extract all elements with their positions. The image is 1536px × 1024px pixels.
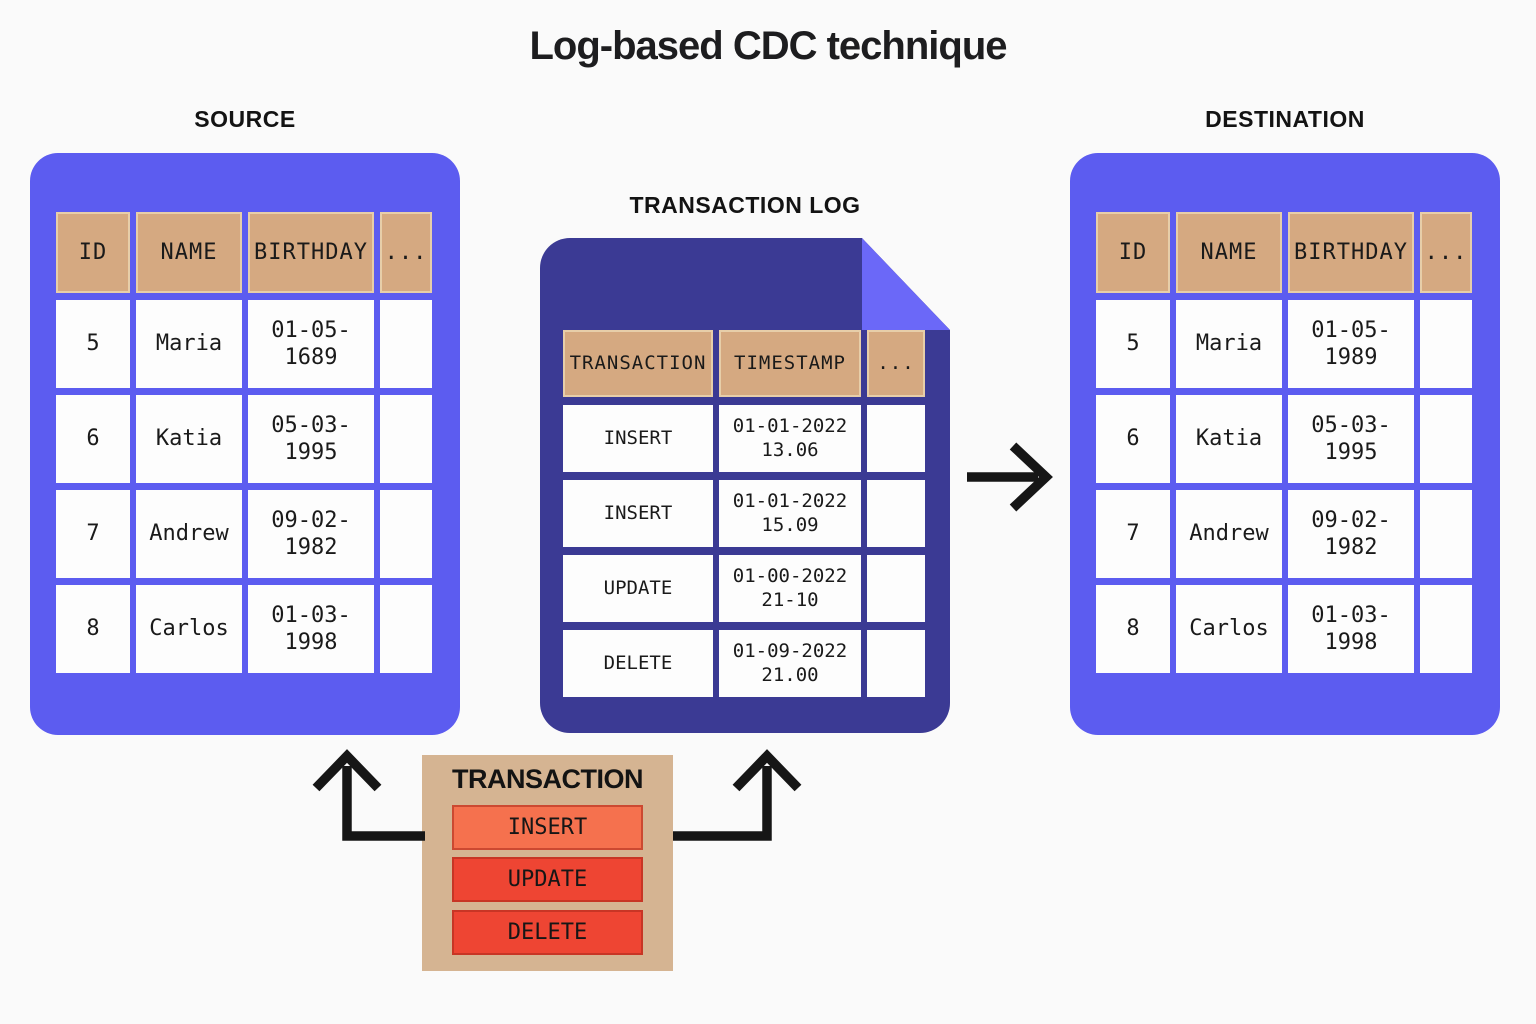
- page-title: Log-based CDC technique: [529, 24, 1007, 68]
- table-cell: [867, 555, 925, 622]
- transaction-log-label: TRANSACTION LOG: [629, 192, 861, 218]
- table-cell: [380, 585, 432, 673]
- column-header-cell: BIRTHDAY: [248, 212, 374, 293]
- table-cell: 05-03- 1995: [1288, 395, 1414, 483]
- source-label: SOURCE: [194, 106, 296, 132]
- delete-button: DELETE: [452, 910, 643, 955]
- table-cell: 09-02- 1982: [1288, 490, 1414, 578]
- column-header-cell: ...: [867, 330, 925, 397]
- table-cell: INSERT: [563, 405, 713, 472]
- table-cell: 01-05- 1989: [1288, 300, 1414, 388]
- table-cell: [380, 300, 432, 388]
- column-header-cell: ...: [380, 212, 432, 293]
- table-cell: [1420, 300, 1472, 388]
- destination-label: DESTINATION: [1205, 106, 1365, 132]
- table-cell: DELETE: [563, 630, 713, 697]
- table-cell: 05-03- 1995: [248, 395, 374, 483]
- table-cell: 8: [56, 585, 130, 673]
- table-cell: 01-01-2022 15.09: [719, 480, 861, 547]
- table-cell: [1420, 490, 1472, 578]
- column-header-cell: BIRTHDAY: [1288, 212, 1414, 293]
- folded-corner: [862, 238, 950, 330]
- table-cell: 09-02- 1982: [248, 490, 374, 578]
- table-cell: 6: [1096, 395, 1170, 483]
- table-cell: Andrew: [136, 490, 242, 578]
- column-header-cell: ID: [56, 212, 130, 293]
- table-cell: Carlos: [136, 585, 242, 673]
- table-cell: 7: [1096, 490, 1170, 578]
- arrow-log-to-destination: [967, 442, 1053, 512]
- column-header-cell: TRANSACTION: [563, 330, 713, 397]
- table-cell: [380, 490, 432, 578]
- table-cell: 7: [56, 490, 130, 578]
- arrow-box-to-source: [312, 749, 425, 841]
- table-cell: 01-03- 1998: [248, 585, 374, 673]
- update-button: UPDATE: [452, 857, 643, 902]
- column-header-cell: ...: [1420, 212, 1472, 293]
- table-cell: Katia: [136, 395, 242, 483]
- table-cell: [867, 480, 925, 547]
- table-cell: 5: [56, 300, 130, 388]
- table-cell: INSERT: [563, 480, 713, 547]
- table-cell: [867, 630, 925, 697]
- table-cell: [380, 395, 432, 483]
- table-cell: UPDATE: [563, 555, 713, 622]
- table-cell: Maria: [1176, 300, 1282, 388]
- table-cell: Katia: [1176, 395, 1282, 483]
- table-cell: 01-01-2022 13.06: [719, 405, 861, 472]
- column-header-cell: TIMESTAMP: [719, 330, 861, 397]
- table-cell: 01-00-2022 21-10: [719, 555, 861, 622]
- table-cell: 01-09-2022 21.00: [719, 630, 861, 697]
- table-cell: Maria: [136, 300, 242, 388]
- arrow-box-to-log: [673, 749, 802, 841]
- transaction-box-title: TRANSACTION: [452, 764, 644, 794]
- column-header-cell: NAME: [1176, 212, 1282, 293]
- table-cell: [1420, 585, 1472, 673]
- insert-button: INSERT: [452, 805, 643, 850]
- table-cell: 6: [56, 395, 130, 483]
- column-header-cell: NAME: [136, 212, 242, 293]
- table-cell: 5: [1096, 300, 1170, 388]
- table-cell: [867, 405, 925, 472]
- table-cell: Carlos: [1176, 585, 1282, 673]
- table-cell: Andrew: [1176, 490, 1282, 578]
- table-cell: [1420, 395, 1472, 483]
- table-cell: 01-03- 1998: [1288, 585, 1414, 673]
- column-header-cell: ID: [1096, 212, 1170, 293]
- table-cell: 01-05- 1689: [248, 300, 374, 388]
- table-cell: 8: [1096, 585, 1170, 673]
- transaction-box: TRANSACTION INSERT UPDATE DELETE: [422, 755, 673, 971]
